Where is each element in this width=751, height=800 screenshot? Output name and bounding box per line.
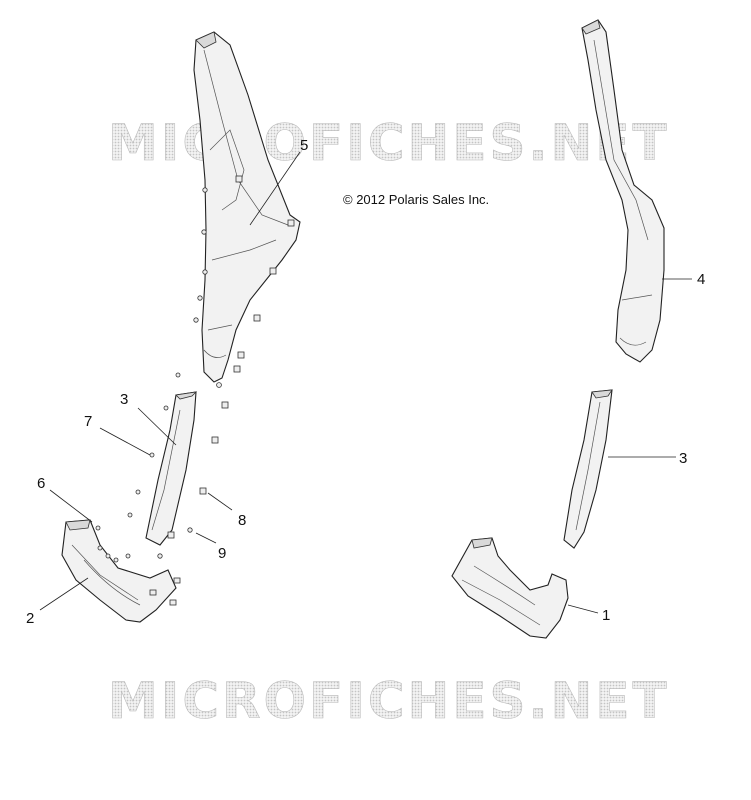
callout-8: 8: [238, 512, 246, 529]
callout-9: 9: [218, 545, 226, 562]
copyright-notice: © 2012 Polaris Sales Inc.: [343, 192, 489, 207]
watermark-top: MICROFICHES.NET: [108, 114, 670, 172]
callout-5: 5: [300, 137, 308, 154]
part-3-middle-strip-left: [145, 391, 198, 546]
part-2-fasteners: [95, 525, 181, 606]
part-5-upper-pillar-left: [193, 31, 301, 383]
leader-lines: [39, 151, 692, 614]
callout-7: 7: [84, 413, 92, 430]
part-4-upper-pillar-right: [581, 19, 665, 363]
callout-2: 2: [26, 610, 34, 627]
part-3-middle-strip-right: [563, 389, 613, 549]
callout-3-left: 3: [120, 391, 128, 408]
callout-3-right: 3: [679, 450, 687, 467]
callout-6: 6: [37, 475, 45, 492]
watermark-bottom: MICROFICHES.NET: [108, 672, 670, 730]
callout-1: 1: [602, 607, 610, 624]
part-5-fasteners: [193, 175, 295, 388]
callout-4: 4: [697, 271, 705, 288]
part-3-fasteners: [127, 372, 229, 559]
part-1-lower-base-right: [451, 537, 569, 639]
